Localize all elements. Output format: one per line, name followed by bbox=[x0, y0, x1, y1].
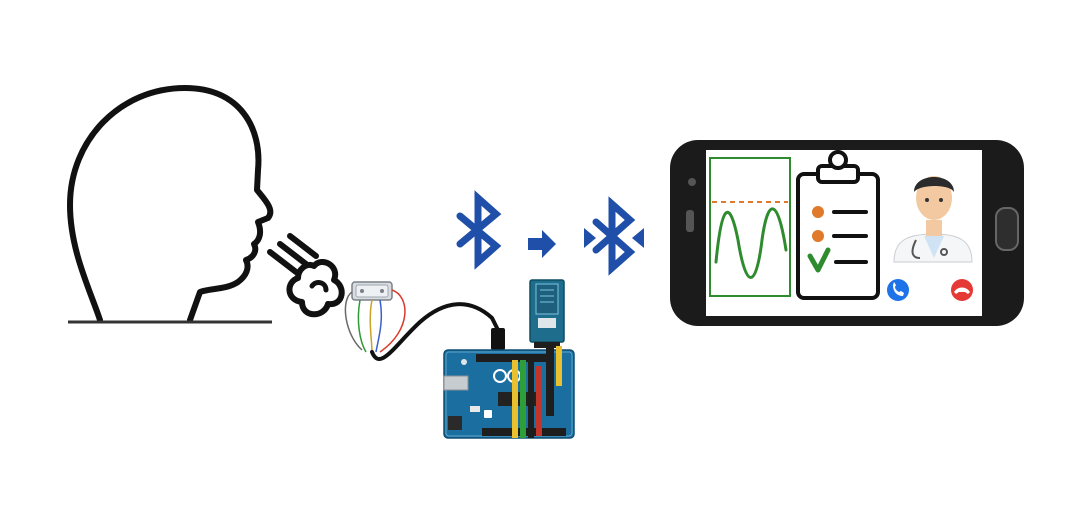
call-reject-button[interactable] bbox=[951, 279, 973, 301]
call-accept-button[interactable] bbox=[887, 279, 909, 301]
breath-icon bbox=[267, 233, 345, 318]
phone-icon bbox=[893, 282, 904, 296]
breath-sensor-icon bbox=[351, 281, 393, 301]
hang-up-icon bbox=[954, 287, 970, 294]
sensor-cable bbox=[370, 302, 505, 361]
arrow-right-icon bbox=[528, 230, 556, 258]
bluetooth-icon bbox=[456, 190, 502, 270]
bluetooth-module-icon bbox=[529, 279, 565, 416]
doctor-avatar-icon bbox=[893, 176, 973, 263]
arduino-board-icon bbox=[443, 349, 575, 439]
waveform-panel bbox=[709, 157, 791, 297]
sensor-wires bbox=[344, 289, 406, 353]
bluetooth-pairing-icon bbox=[584, 196, 644, 276]
clipboard-icon bbox=[796, 150, 880, 300]
person-head-icon bbox=[67, 85, 274, 324]
